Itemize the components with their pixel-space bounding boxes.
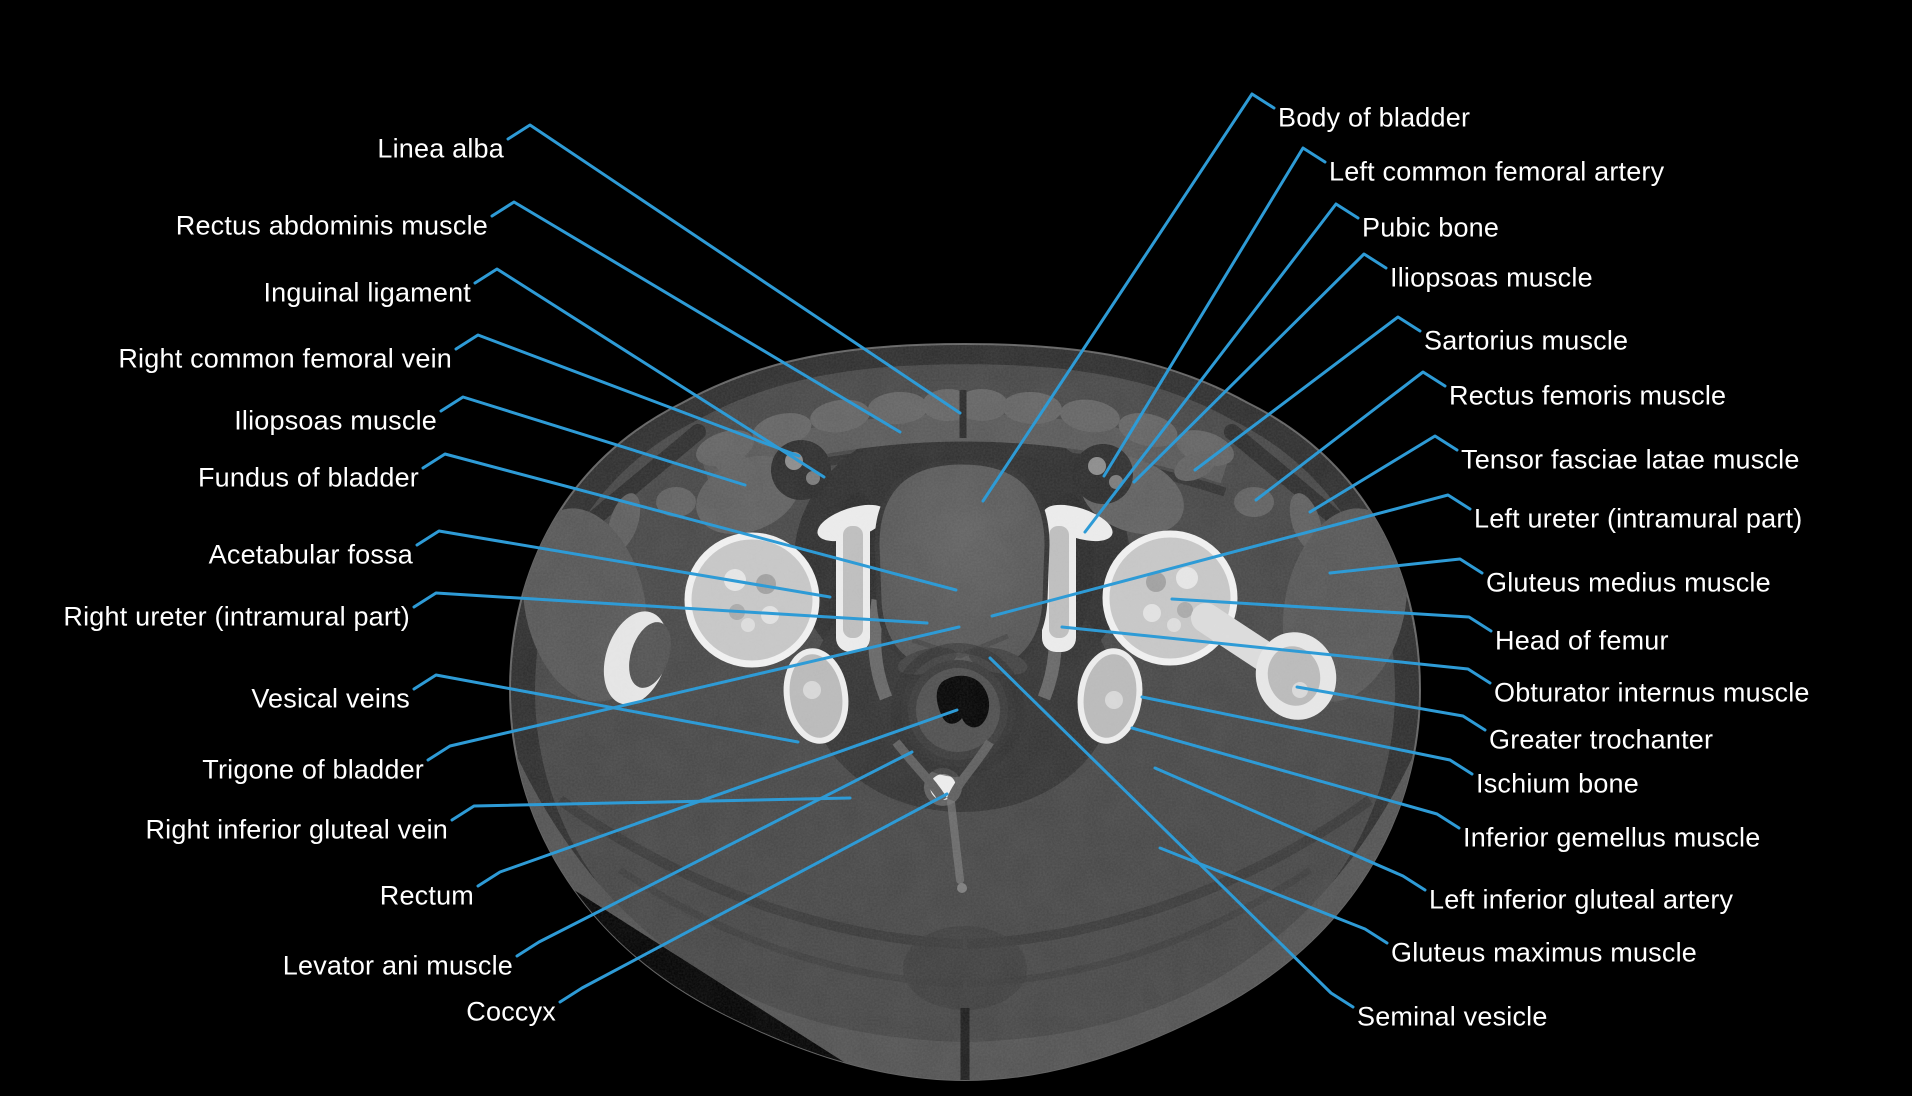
anatomy-label-levator-ani-muscle: Levator ani muscle: [282, 950, 513, 981]
anatomy-label-coccyx: Coccyx: [466, 996, 556, 1027]
anatomy-label-rectus-femoris-muscle: Rectus femoris muscle: [1449, 380, 1727, 411]
anatomy-label-rectum: Rectum: [379, 880, 474, 911]
anatomy-label-gluteus-medius-muscle: Gluteus medius muscle: [1486, 567, 1771, 598]
anatomy-label-iliopsoas-muscle: Iliopsoas muscle: [234, 405, 437, 436]
anatomy-label-seminal-vesicle: Seminal vesicle: [1357, 1001, 1548, 1032]
anatomy-label-left-ureter-intramural-part: Left ureter (intramural part): [1474, 503, 1803, 534]
anatomy-label-inguinal-ligament: Inguinal ligament: [263, 277, 471, 308]
anatomy-label-ischium-bone: Ischium bone: [1476, 768, 1639, 799]
anatomy-label-left-inferior-gluteal-artery: Left inferior gluteal artery: [1429, 884, 1734, 915]
anatomy-label-linea-alba: Linea alba: [377, 133, 504, 164]
anatomy-label-head-of-femur: Head of femur: [1495, 625, 1669, 656]
anatomy-label-trigone-of-bladder: Trigone of bladder: [202, 754, 424, 785]
anatomy-label-obturator-internus-muscle: Obturator internus muscle: [1494, 677, 1810, 708]
anatomy-label-right-inferior-gluteal-vein: Right inferior gluteal vein: [145, 814, 448, 845]
anatomy-label-right-ureter-intramural-part: Right ureter (intramural part): [63, 601, 410, 632]
anatomy-label-left-common-femoral-artery: Left common femoral artery: [1329, 156, 1665, 187]
anatomy-label-pubic-bone: Pubic bone: [1362, 212, 1500, 243]
anatomy-label-rectus-abdominis-muscle: Rectus abdominis muscle: [175, 210, 488, 241]
anatomy-label-acetabular-fossa: Acetabular fossa: [208, 539, 413, 570]
anatomy-label-gluteus-maximus-muscle: Gluteus maximus muscle: [1391, 937, 1697, 968]
anatomy-label-vesical-veins: Vesical veins: [251, 683, 410, 714]
anatomy-label-iliopsoas-muscle: Iliopsoas muscle: [1390, 262, 1593, 293]
anatomy-label-body-of-bladder: Body of bladder: [1278, 102, 1471, 133]
anatomy-label-greater-trochanter: Greater trochanter: [1489, 724, 1714, 755]
anatomy-label-fundus-of-bladder: Fundus of bladder: [197, 462, 419, 493]
anatomy-label-sartorius-muscle: Sartorius muscle: [1424, 325, 1629, 356]
anatomy-label-tensor-fasciae-latae-muscle: Tensor fasciae latae muscle: [1461, 444, 1800, 475]
anatomy-label-inferior-gemellus-muscle: Inferior gemellus muscle: [1463, 822, 1761, 853]
anatomy-label-right-common-femoral-vein: Right common femoral vein: [118, 343, 452, 374]
